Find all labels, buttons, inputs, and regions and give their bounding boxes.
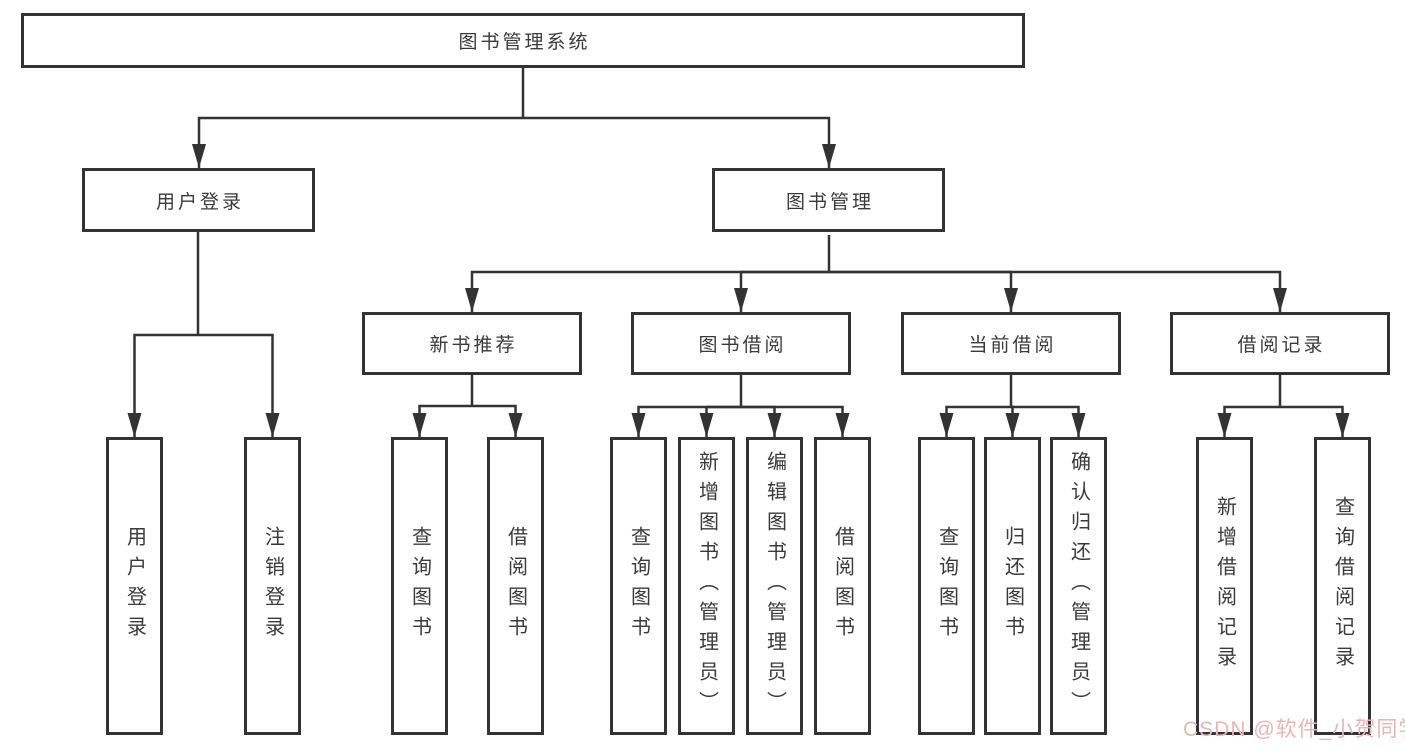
node-query-borrow-record: 查询借阅记录 <box>1314 437 1371 735</box>
node-label: 借阅记录 <box>1237 335 1326 356</box>
node-label: 用户登录 <box>155 191 244 213</box>
node-user-login: 用户登录 <box>82 168 315 232</box>
node-book-borrowing: 图书借阅 <box>631 312 851 375</box>
arrow-branches <box>127 116 1350 437</box>
node-user-login-leaf: 用户登录 <box>106 437 163 735</box>
node-label: 注销登录 <box>261 526 284 646</box>
node-label: 查询图书 <box>627 526 650 646</box>
node-label: 查询图书 <box>935 526 958 646</box>
node-current-borrowing: 当前借阅 <box>901 312 1121 375</box>
node-return-books: 归还图书 <box>984 437 1041 735</box>
node-query-books-borrowing: 查询图书 <box>610 437 667 735</box>
node-label: 图书管理系统 <box>458 32 591 53</box>
node-confirm-return-admin: 确认归还（管理员） <box>1050 437 1107 735</box>
node-label: 确认归还（管理员） <box>1067 451 1090 721</box>
node-label: 图书借阅 <box>698 335 787 356</box>
node-root-system: 图书管理系统 <box>21 13 1025 68</box>
node-add-books-admin: 新增图书（管理员） <box>678 437 735 735</box>
node-label: 查询借阅记录 <box>1331 496 1354 676</box>
node-label: 借阅图书 <box>504 526 527 646</box>
trunk-lines <box>196 68 1282 407</box>
csdn-watermark: CSDN @软件_小贺同学 <box>1183 718 1405 741</box>
node-borrow-books-recommend: 借阅图书 <box>487 437 544 735</box>
node-label: 查询图书 <box>408 526 431 646</box>
node-new-book-recommendation: 新书推荐 <box>362 312 582 375</box>
node-book-management: 图书管理 <box>712 168 945 232</box>
node-label: 借阅图书 <box>831 526 854 646</box>
node-label: 新增图书（管理员） <box>695 451 718 721</box>
node-label: 编辑图书（管理员） <box>763 451 786 721</box>
node-query-books-recommend: 查询图书 <box>391 437 448 735</box>
node-query-books-current: 查询图书 <box>918 437 975 735</box>
node-label: 归还图书 <box>1001 526 1024 646</box>
node-label: 新增借阅记录 <box>1213 496 1236 676</box>
node-label: 新书推荐 <box>429 335 518 356</box>
node-borrowing-records: 借阅记录 <box>1170 312 1390 375</box>
node-logout: 注销登录 <box>244 437 301 735</box>
node-add-borrow-record: 新增借阅记录 <box>1196 437 1253 735</box>
node-label: 用户登录 <box>123 526 146 646</box>
node-label: 图书管理 <box>785 191 874 213</box>
node-borrow-books: 借阅图书 <box>814 437 871 735</box>
node-label: 当前借阅 <box>968 335 1057 356</box>
node-edit-books-admin: 编辑图书（管理员） <box>746 437 803 735</box>
